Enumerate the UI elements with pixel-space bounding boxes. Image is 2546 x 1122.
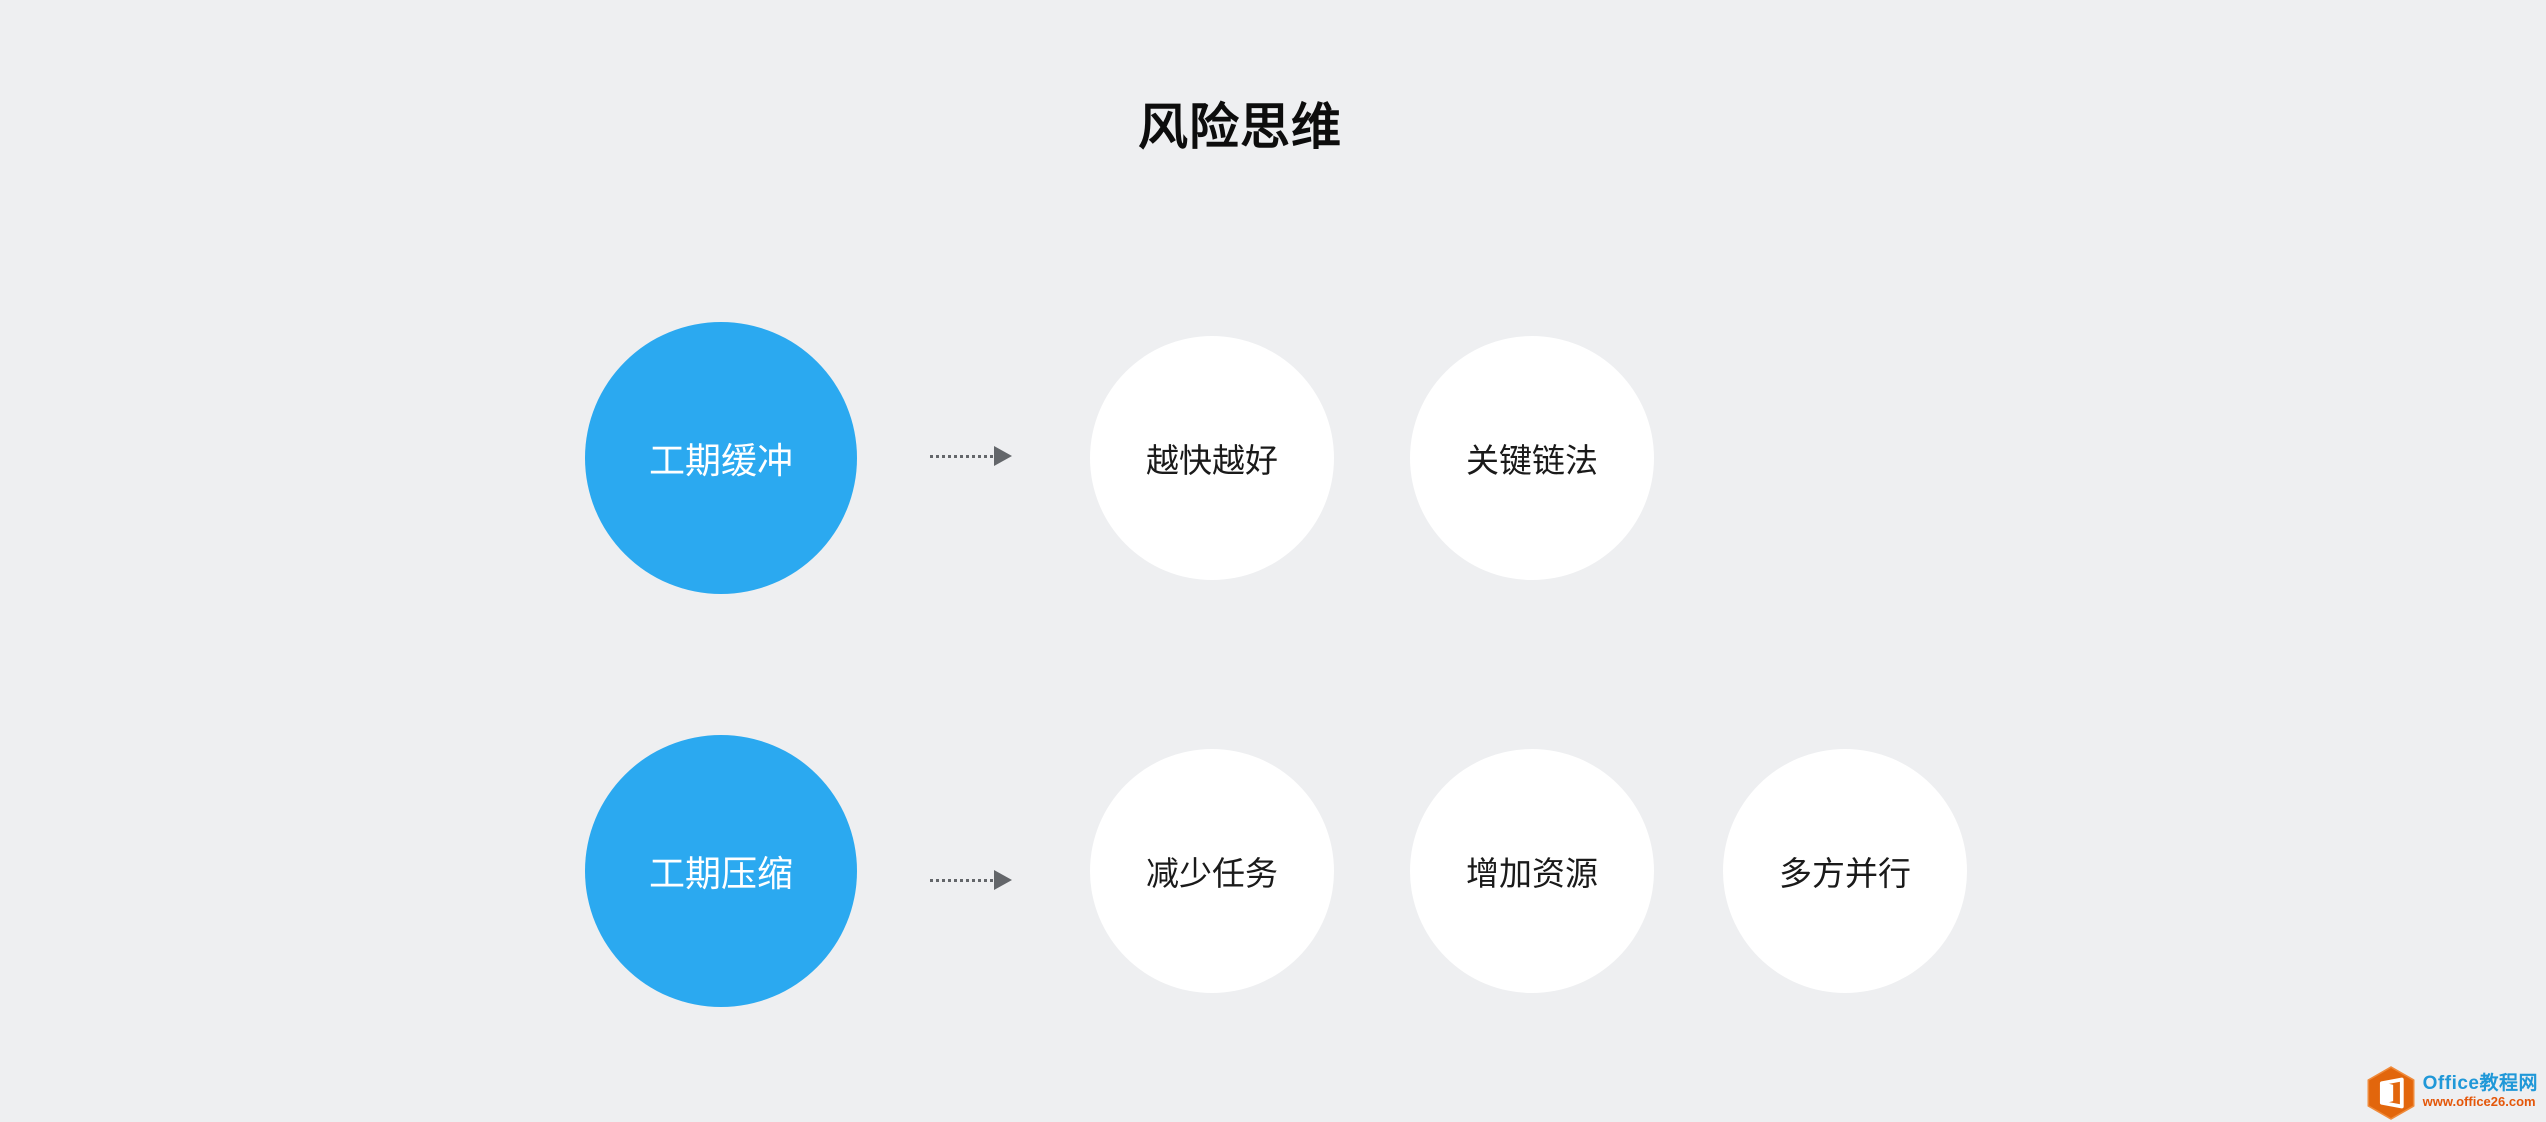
target-node-critical-chain: 关键链法 [1410, 336, 1654, 580]
dotted-line [930, 878, 993, 882]
source-node-schedule-buffer: 工期缓冲 [585, 322, 857, 594]
source-node-schedule-compression: 工期压缩 [585, 735, 857, 1007]
diagram-title: 风险思维 [1138, 99, 1342, 155]
watermark-site-name: Office教程网 [2422, 1073, 2538, 1094]
watermark: Office教程网 www.office26.com [2364, 1066, 2538, 1120]
dotted-line [930, 454, 993, 458]
watermark-text: Office教程网 www.office26.com [2423, 1074, 2538, 1108]
target-node-label: 关键链法 [1466, 442, 1598, 479]
target-node-label: 增加资源 [1466, 855, 1598, 892]
source-node-label: 工期压缩 [648, 853, 793, 894]
dotted-arrow-row2 [930, 870, 1012, 890]
office-logo-icon [2367, 1066, 2415, 1120]
target-node-label: 减少任务 [1146, 855, 1278, 892]
target-node-multi-parallel: 多方并行 [1723, 749, 1967, 993]
target-node-label: 多方并行 [1779, 855, 1911, 892]
target-node-reduce-tasks: 减少任务 [1090, 749, 1334, 993]
arrow-head-icon [994, 870, 1012, 890]
dotted-arrow-row1 [930, 446, 1012, 466]
target-node-faster-better: 越快越好 [1090, 336, 1334, 580]
source-node-label: 工期缓冲 [648, 440, 793, 481]
arrow-head-icon [994, 446, 1012, 466]
target-node-add-resources: 增加资源 [1410, 749, 1654, 993]
target-node-label: 越快越好 [1146, 442, 1278, 479]
watermark-site-url: www.office26.com [2422, 1094, 2536, 1109]
